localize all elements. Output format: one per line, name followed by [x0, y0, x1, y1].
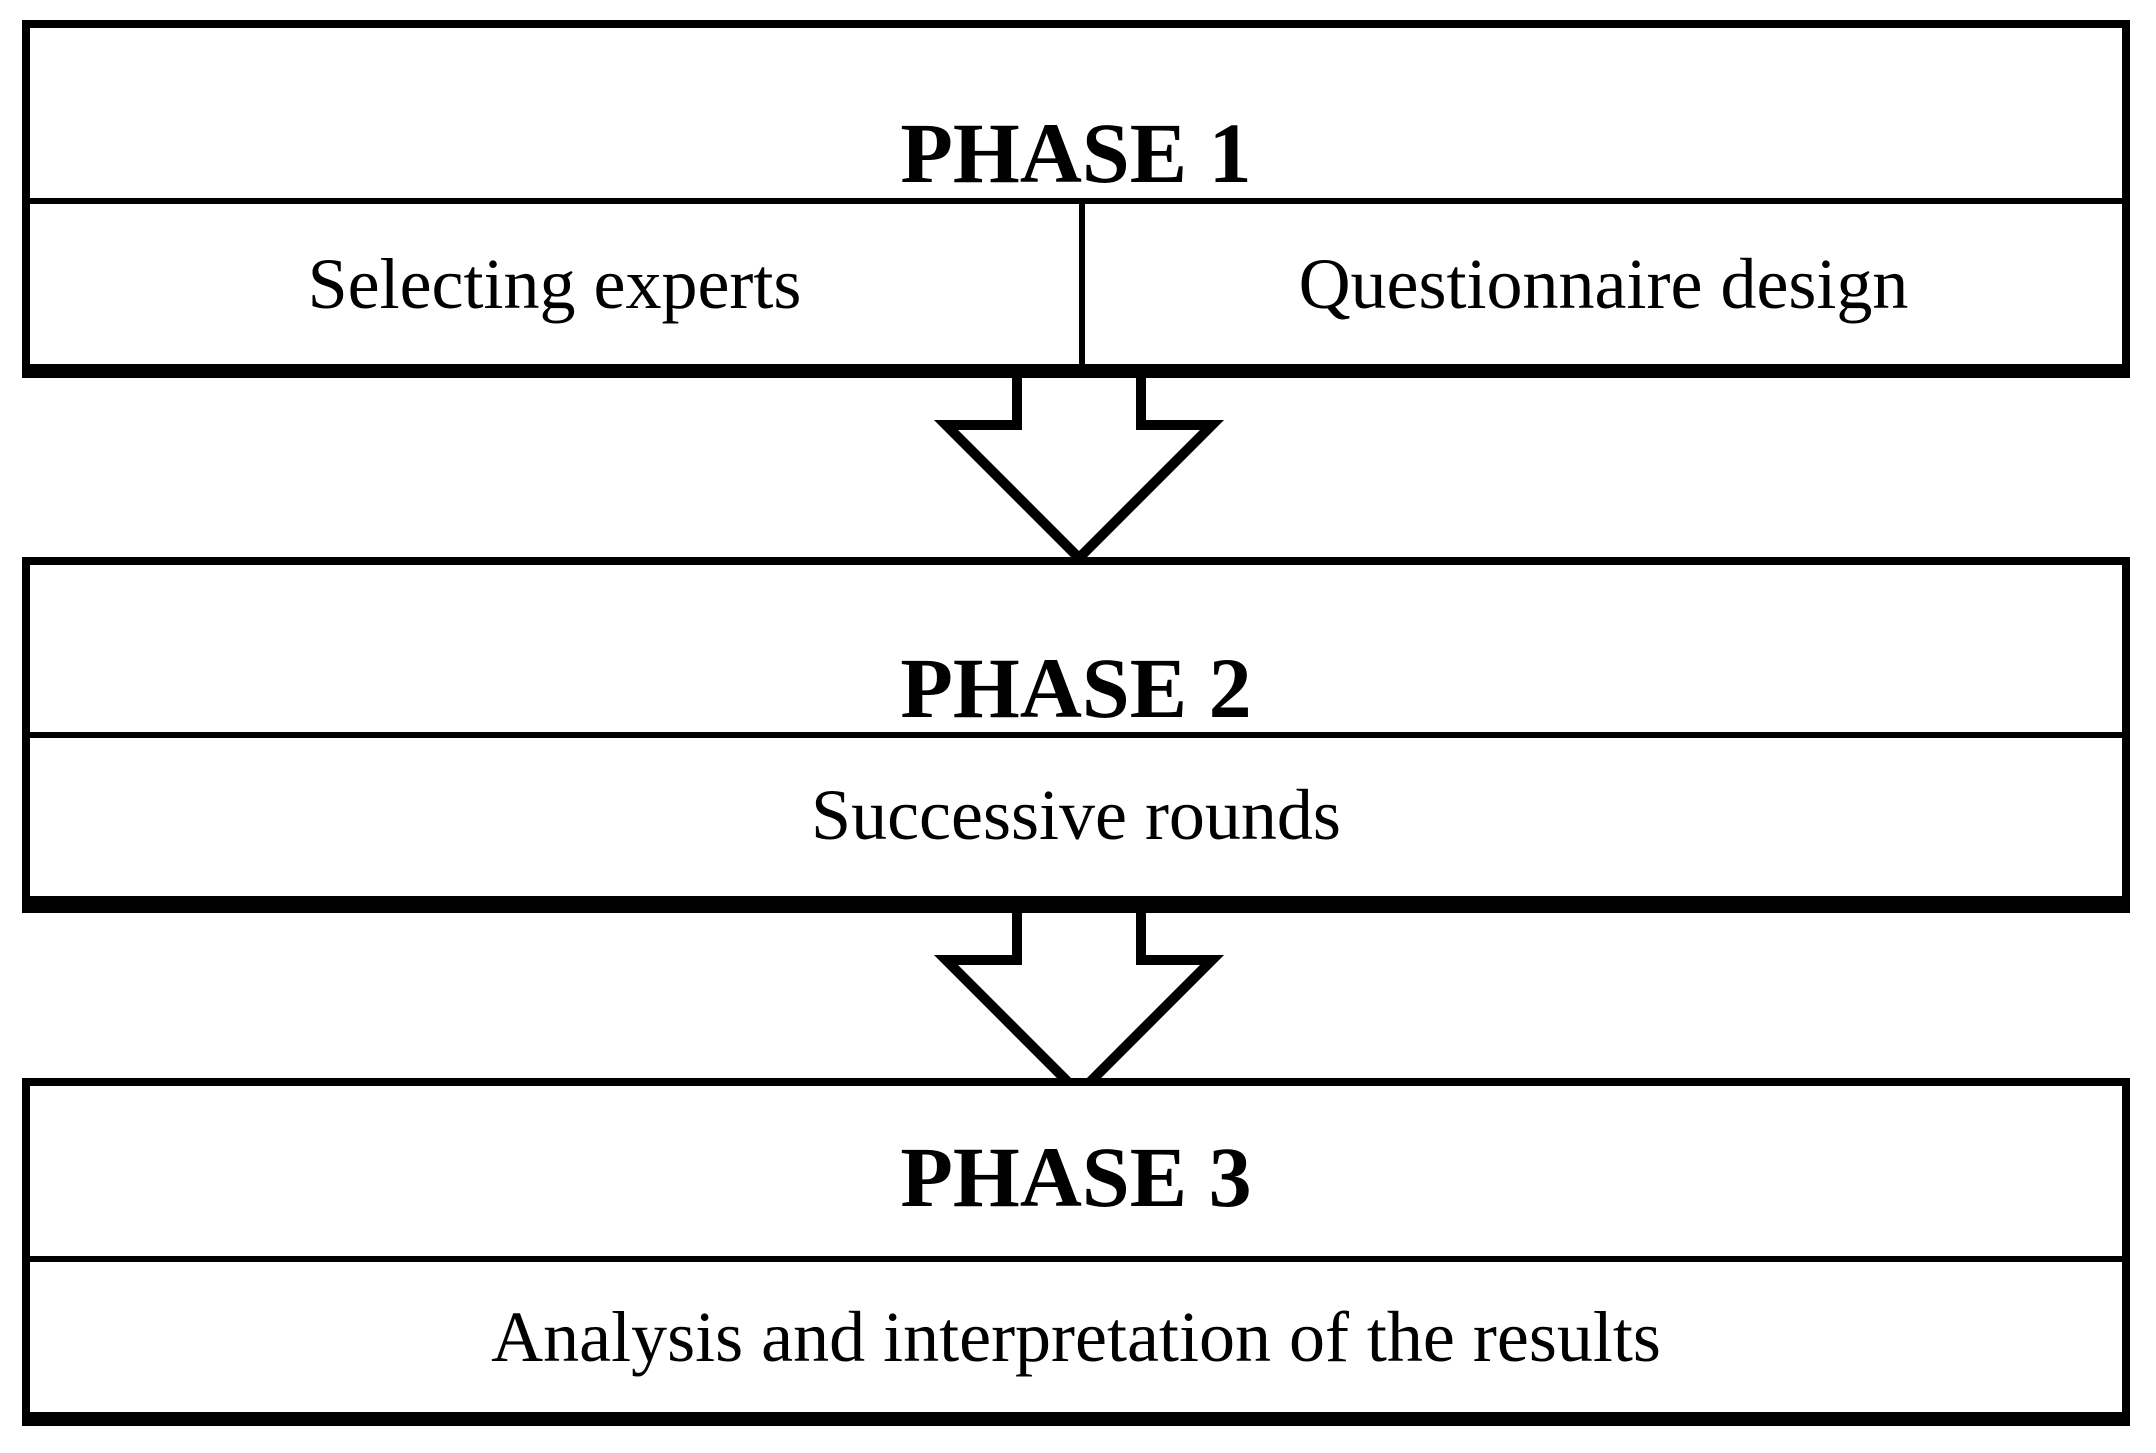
- phase-2-box: PHASE 2 Successive rounds: [22, 557, 2130, 913]
- phase-2-divider: [30, 732, 2122, 738]
- phase-3-divider: [30, 1256, 2122, 1262]
- phase-3-item-analysis: Analysis and interpretation of the resul…: [491, 1296, 1661, 1377]
- down-arrow-icon: [933, 360, 1225, 566]
- phase-3-title: PHASE 3: [900, 1129, 1252, 1225]
- phase-1-divider: [30, 198, 2122, 204]
- phase-1-row: Selecting experts Questionnaire design: [30, 204, 2122, 364]
- down-arrow-icon: [933, 895, 1225, 1101]
- phase-1-title: PHASE 1: [900, 105, 1252, 201]
- phase-1-item-questionnaire-design: Questionnaire design: [1298, 243, 1909, 324]
- phase-1-item-selecting-experts: Selecting experts: [307, 243, 802, 324]
- phase-2-title: PHASE 2: [900, 640, 1252, 736]
- phase-1-box: PHASE 1 Selecting experts Questionnaire …: [22, 20, 2130, 378]
- phase-1-cell-divider: [1079, 204, 1085, 364]
- phase-2-item-successive-rounds: Successive rounds: [811, 775, 1341, 855]
- phase-2-row: Successive rounds: [30, 738, 2122, 893]
- phase-2-bottom-rule: [30, 896, 2122, 899]
- phase-3-box: PHASE 3 Analysis and interpretation of t…: [22, 1078, 2130, 1426]
- phase-3-row: Analysis and interpretation of the resul…: [30, 1262, 2122, 1412]
